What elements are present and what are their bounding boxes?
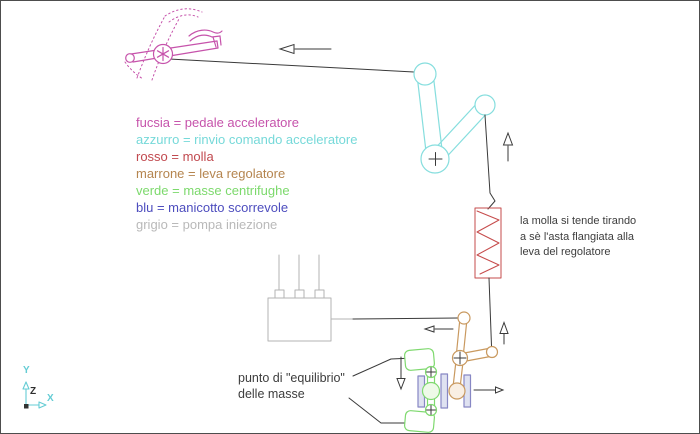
linkage-arm bbox=[432, 72, 444, 159]
pedal-pad bbox=[188, 29, 223, 37]
centrifugal-masses bbox=[404, 348, 441, 433]
flyweight-bottom bbox=[404, 410, 435, 433]
lever-sleeve-ball bbox=[448, 382, 466, 400]
legend-item-fucsia: fucsia = pedale acceleratore bbox=[136, 115, 299, 130]
pedal-bar bbox=[130, 40, 218, 55]
axis-y-label: Y bbox=[23, 365, 30, 376]
pedal-bar-end bbox=[216, 40, 219, 49]
legend-item-verde: verde = masse centrifughe bbox=[136, 183, 290, 198]
pedal-bar bbox=[132, 47, 219, 63]
accelerator-linkage bbox=[413, 62, 496, 174]
pedal-pad-link bbox=[212, 36, 217, 48]
pedal-ghost-arc bbox=[124, 61, 144, 80]
pedal-ghost-line bbox=[151, 18, 180, 81]
leader-line-top bbox=[352, 357, 414, 377]
pedal-ghost-line bbox=[136, 15, 166, 79]
axis-origin bbox=[24, 404, 29, 409]
pump-fitting bbox=[314, 289, 325, 299]
linkage-arm bbox=[416, 74, 428, 161]
arrow-right bbox=[473, 386, 505, 394]
spring bbox=[474, 207, 502, 279]
arrow-left-top bbox=[278, 43, 332, 55]
injection-pump bbox=[267, 254, 354, 342]
rod-linkage-to-spring bbox=[484, 114, 496, 210]
axis-z-label: Z bbox=[30, 386, 37, 397]
rod-pump-to-lever bbox=[352, 317, 459, 320]
flyweight-top bbox=[404, 348, 435, 371]
mass-ball bbox=[421, 381, 441, 401]
legend-item-marrone: marrone = leva regolatore bbox=[136, 166, 286, 181]
spring-coil bbox=[476, 210, 500, 275]
masses-note: punto di "equilibrio" delle masse bbox=[238, 371, 345, 401]
legend-item-azzurro: azzurro = rinvio comando acceleratore bbox=[136, 132, 358, 147]
legend-item-grigio: grigio = pompa iniezione bbox=[136, 217, 278, 232]
axis-y-head bbox=[22, 381, 30, 390]
pump-fitting bbox=[274, 289, 285, 299]
spring-body bbox=[474, 207, 502, 279]
pedal-bar-cap bbox=[125, 53, 135, 63]
accelerator-pedal bbox=[124, 8, 223, 81]
accelerator-cable bbox=[168, 58, 415, 73]
pedal-ghost-pad bbox=[168, 14, 199, 23]
arrow-head bbox=[278, 43, 295, 55]
arrow-head bbox=[499, 321, 509, 334]
pump-fitting bbox=[294, 289, 305, 299]
arrow-left-low bbox=[423, 325, 454, 333]
color-legend: fucsia = pedale acceleratore azzurro = r… bbox=[136, 114, 357, 233]
leader-line-bottom bbox=[348, 397, 414, 424]
lever-arm-down bbox=[452, 360, 457, 388]
spring-note: la molla si tende tirando a sè l'asta fl… bbox=[520, 215, 637, 258]
arrow-head bbox=[502, 131, 514, 146]
pedal-pivot-star bbox=[156, 50, 170, 58]
axis-x-label: X bbox=[47, 393, 54, 404]
arrow-head bbox=[396, 378, 406, 391]
axis-x-head bbox=[38, 401, 47, 409]
pump-body bbox=[267, 297, 332, 342]
arrow-down bbox=[396, 356, 406, 391]
arrow-head bbox=[495, 386, 505, 394]
pedal-pad bbox=[189, 34, 221, 42]
legend-item-blu: blu = manicotto scorrevole bbox=[136, 200, 289, 215]
rod-spring-to-lever bbox=[488, 277, 492, 347]
pedal-pad-link bbox=[219, 35, 222, 46]
linkage-joint bbox=[413, 62, 437, 86]
lever-joint-spring bbox=[485, 345, 499, 359]
lever-joint-top bbox=[457, 311, 471, 325]
pedal-ghost-pad bbox=[164, 8, 203, 17]
arrow-up-mid bbox=[502, 131, 514, 162]
arrow-head bbox=[423, 325, 435, 333]
sleeve-bar bbox=[440, 373, 449, 409]
arrow-up-low bbox=[499, 321, 509, 345]
governor-lever bbox=[448, 311, 499, 400]
legend-item-rosso: rosso = molla bbox=[136, 149, 214, 164]
axis-indicator bbox=[22, 381, 47, 409]
linkage-joint bbox=[474, 94, 496, 116]
